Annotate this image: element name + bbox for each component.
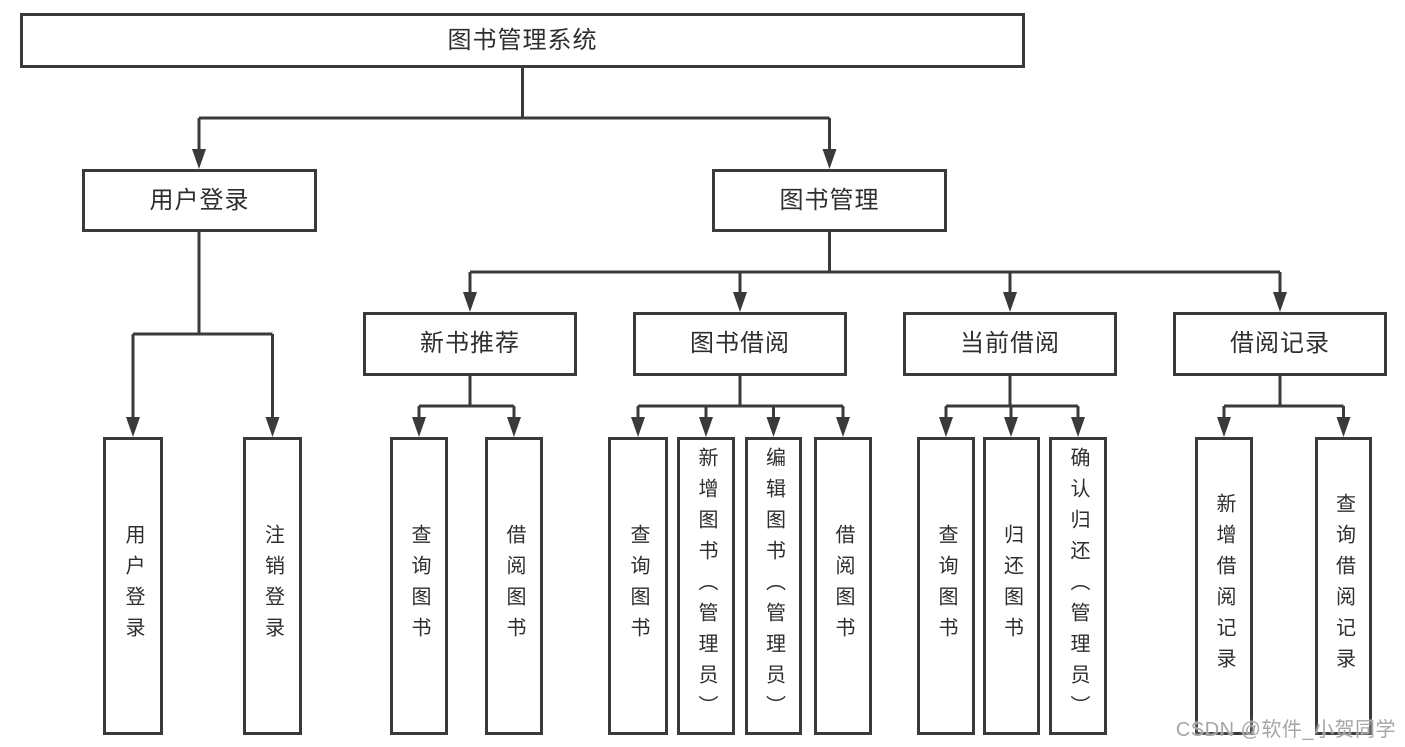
- arrow-down-icon: [507, 417, 521, 437]
- arrow-down-icon: [412, 417, 426, 437]
- leaf-query-borrow-record: 查询借阅记录: [1315, 437, 1372, 735]
- arrow-down-icon: [939, 417, 953, 437]
- arrow-down-icon: [265, 417, 280, 437]
- arrow-down-icon: [1217, 417, 1231, 437]
- connector-root-split: [197, 68, 831, 154]
- arrow-down-icon: [1336, 417, 1351, 437]
- node-book-borrowing: 图书借阅: [633, 312, 847, 376]
- leaf-borrowing-borrow-books: 借阅图书: [814, 437, 872, 735]
- leaf-return-books: 归还图书: [983, 437, 1040, 735]
- leaf-logout: 注销登录: [243, 437, 302, 735]
- arrow-down-icon: [1273, 292, 1287, 312]
- node-library-system: 图书管理系统: [20, 13, 1025, 68]
- connector-current-split: [944, 376, 1080, 422]
- arrow-down-icon: [463, 292, 477, 312]
- arrow-down-icon: [1004, 417, 1018, 437]
- connector-records-split: [1222, 376, 1345, 422]
- node-book-management: 图书管理: [712, 169, 947, 232]
- node-user-login: 用户登录: [82, 169, 317, 232]
- arrow-down-icon: [1003, 292, 1017, 312]
- leaf-edit-books-admin: 编辑图书（管理员）: [745, 437, 802, 735]
- connector-login-split: [131, 232, 274, 422]
- arrow-down-icon: [631, 417, 645, 437]
- node-new-book-recommend: 新书推荐: [363, 312, 577, 376]
- leaf-borrowing-query-books: 查询图书: [608, 437, 668, 735]
- arrow-down-icon: [699, 417, 713, 437]
- arrow-down-icon: [126, 417, 140, 437]
- connector-mgmt-split: [468, 232, 1282, 297]
- node-current-borrowing: 当前借阅: [903, 312, 1117, 376]
- leaf-confirm-return-admin: 确认归还（管理员）: [1049, 437, 1107, 735]
- arrowheads: [126, 149, 1351, 437]
- arrow-down-icon: [733, 292, 747, 312]
- leaf-recommend-query-books: 查询图书: [390, 437, 448, 735]
- leaf-current-query-books: 查询图书: [917, 437, 975, 735]
- connector-recommend-split: [417, 376, 516, 422]
- leaf-user-login: 用户登录: [103, 437, 163, 735]
- csdn-watermark: CSDN @软件_小贺同学: [1175, 719, 1396, 741]
- arrow-down-icon: [836, 417, 850, 437]
- connector-borrowing-split: [636, 376, 845, 422]
- node-borrowing-records: 借阅记录: [1173, 312, 1387, 376]
- arrow-down-icon: [822, 149, 837, 169]
- arrow-down-icon: [1071, 417, 1085, 437]
- leaf-add-borrow-record: 新增借阅记录: [1195, 437, 1253, 735]
- arrow-down-icon: [192, 149, 206, 169]
- arrow-down-icon: [766, 417, 781, 437]
- leaf-add-books-admin: 新增图书（管理员）: [677, 437, 735, 735]
- leaf-recommend-borrow-books: 借阅图书: [485, 437, 543, 735]
